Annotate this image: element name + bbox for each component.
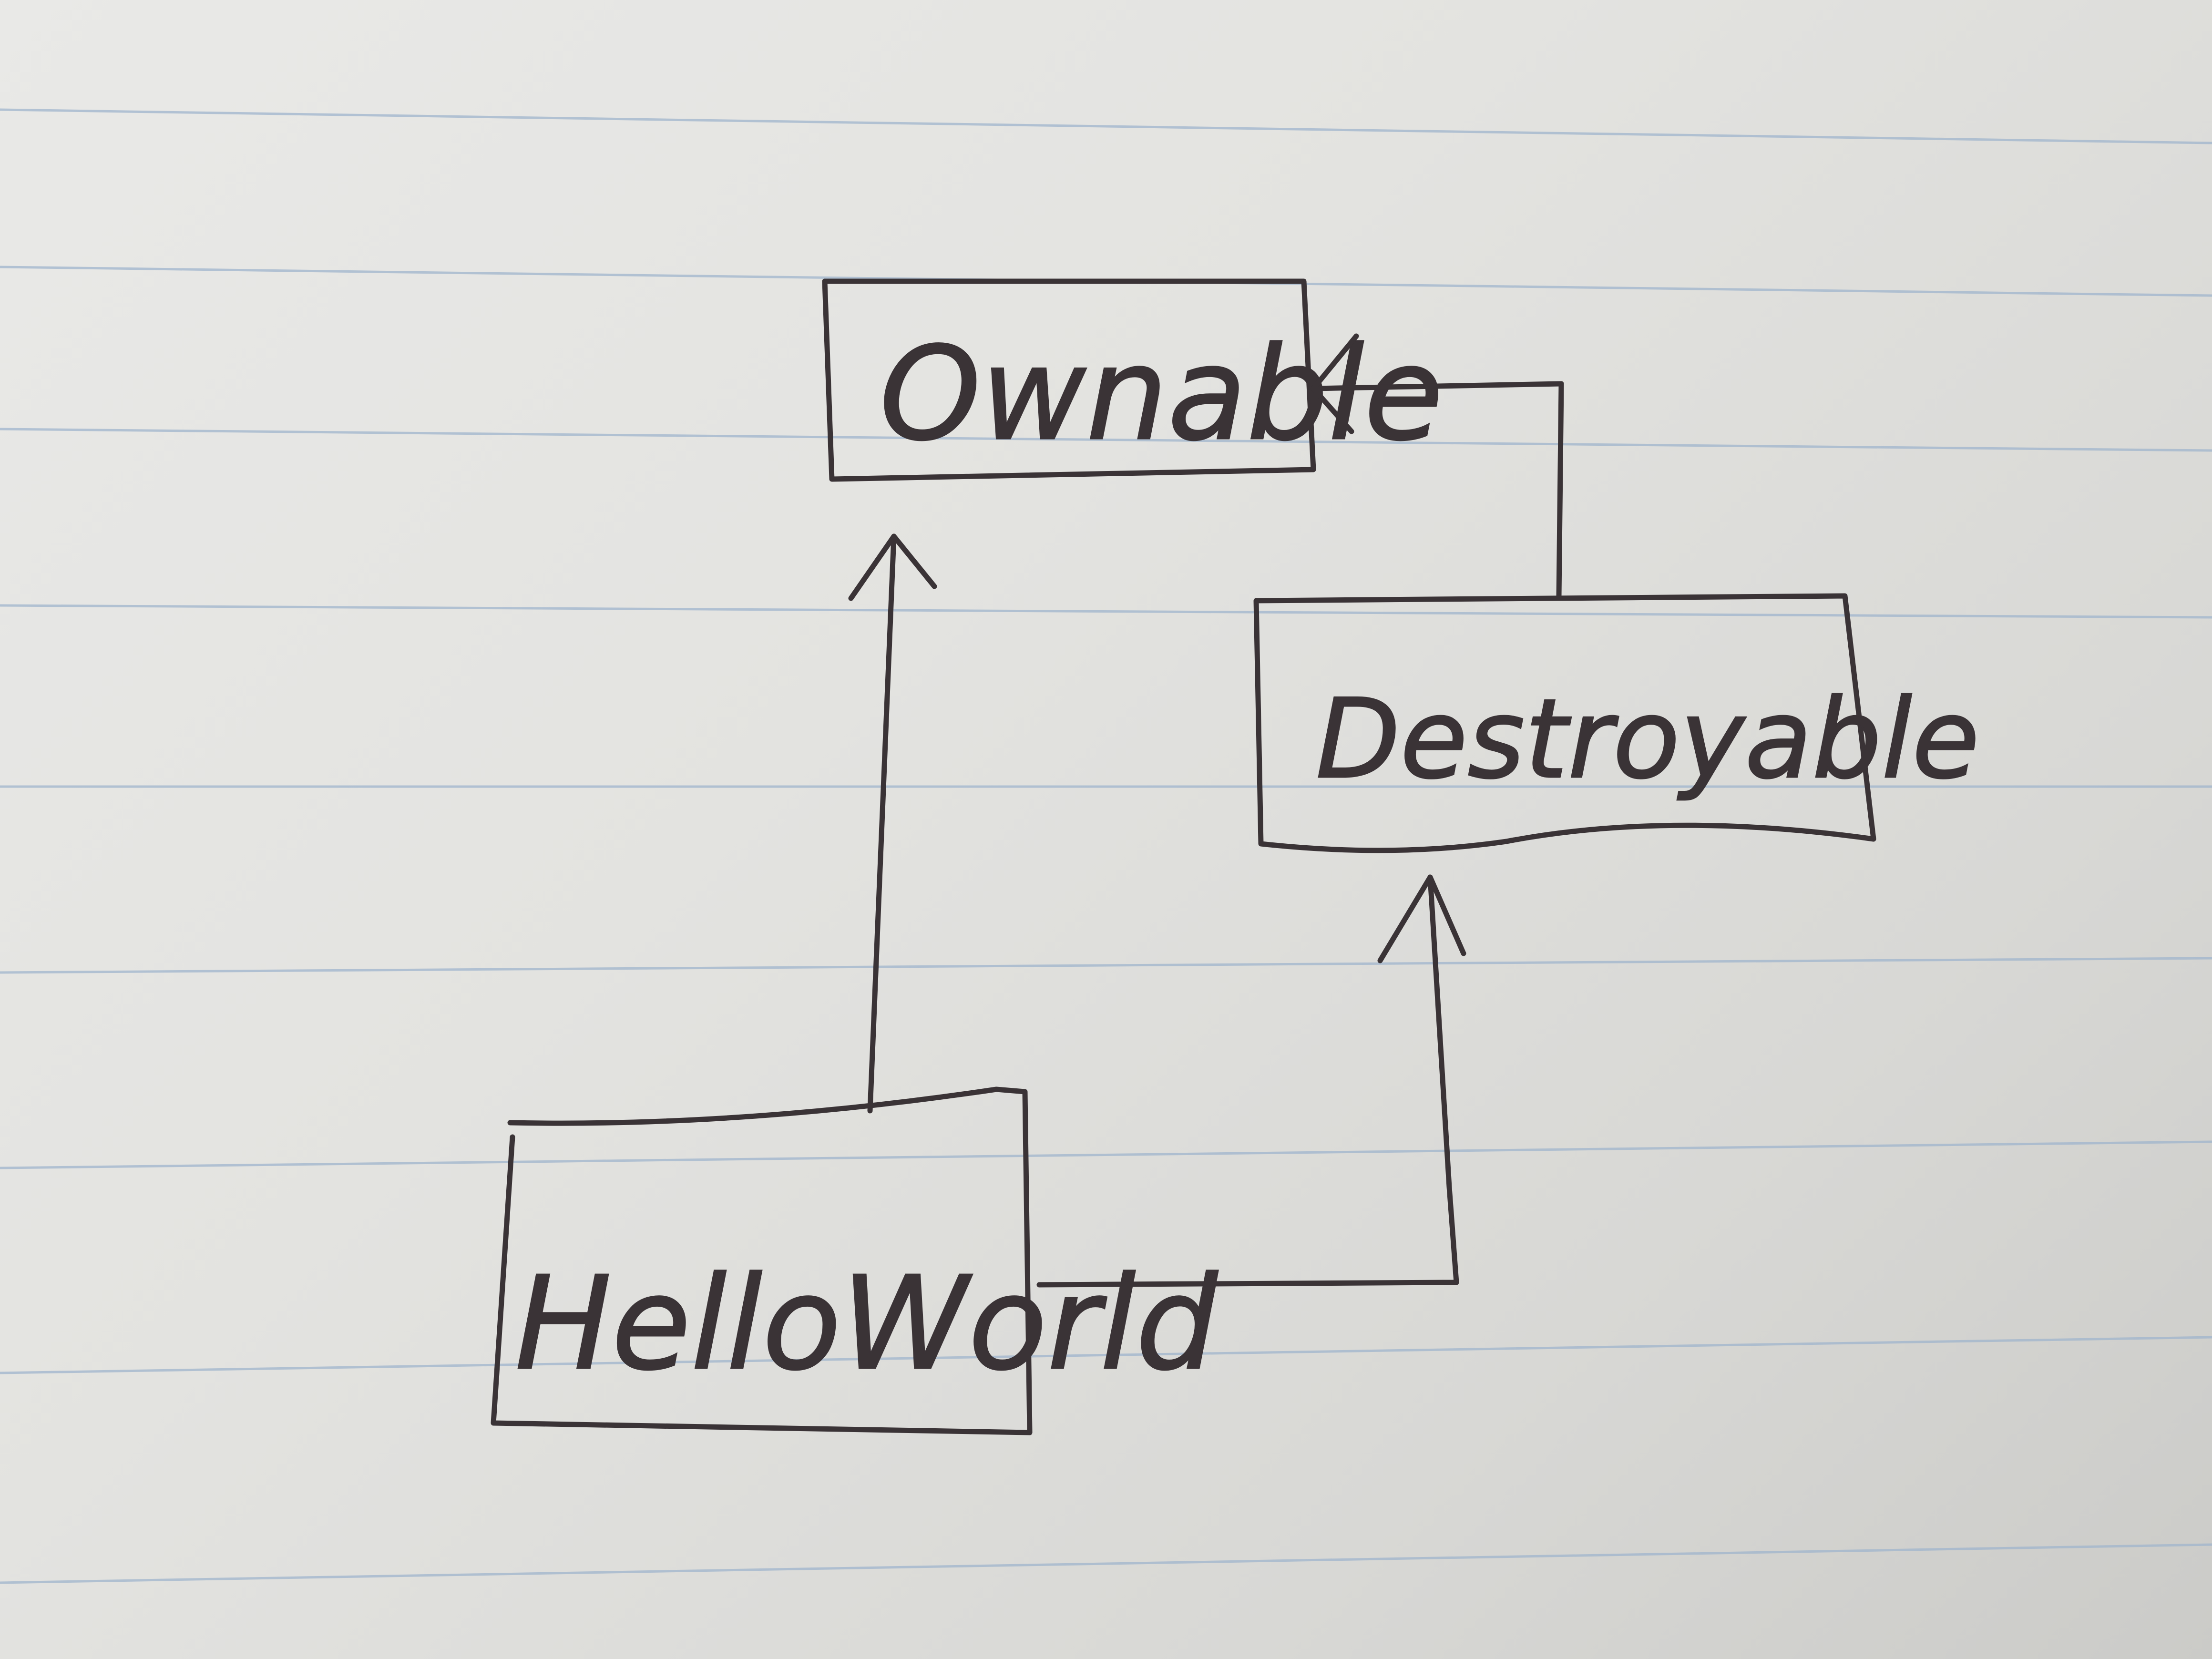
ruled-lines bbox=[0, 108, 2212, 1584]
helloworld-label: HelloWorld bbox=[515, 1249, 1219, 1399]
edge-destroyable-to-ownable bbox=[1311, 333, 1564, 599]
edge-line bbox=[1311, 381, 1564, 599]
ownable-label: Ownable bbox=[880, 319, 1443, 469]
ownable-box bbox=[822, 278, 1316, 482]
destroyable-box bbox=[1253, 593, 1876, 853]
node-helloworld: HelloWorld bbox=[491, 1086, 1219, 1435]
destroyable-label: Destroyable bbox=[1316, 676, 1979, 803]
edge-line bbox=[1036, 874, 1459, 1288]
open-arrowhead-icon bbox=[1311, 333, 1359, 434]
edge-line bbox=[867, 533, 897, 1114]
node-destroyable: Destroyable bbox=[1253, 593, 1980, 853]
edge-helloworld-to-ownable bbox=[848, 533, 937, 1114]
helloworld-box bbox=[491, 1086, 1033, 1435]
node-ownable: Ownable bbox=[822, 278, 1444, 482]
open-arrowhead-icon bbox=[848, 533, 937, 601]
open-arrowhead-icon bbox=[1377, 874, 1466, 963]
edge-helloworld-to-destroyable bbox=[1036, 874, 1466, 1288]
